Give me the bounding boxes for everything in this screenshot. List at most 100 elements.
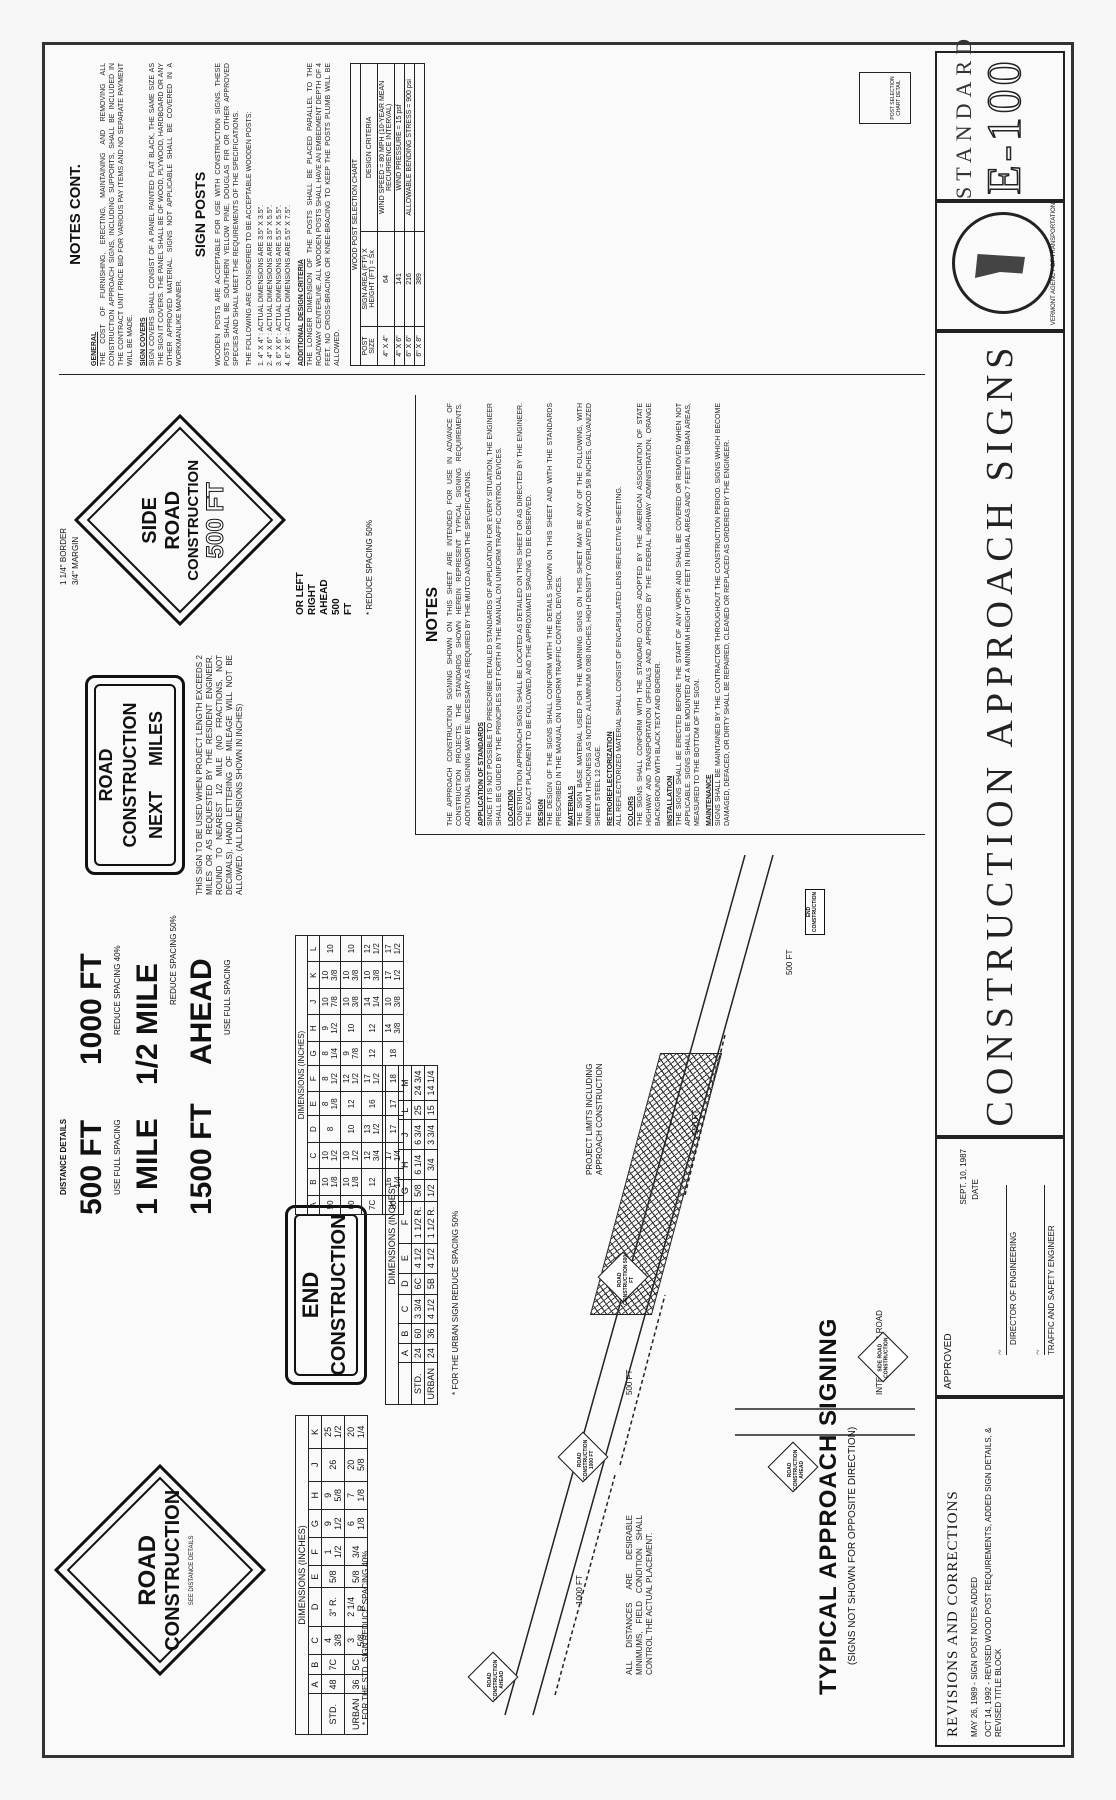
table-cell: 4 1/2 bbox=[424, 1243, 438, 1274]
table-cell: 60 bbox=[411, 1323, 425, 1344]
notes-heading: MATERIALS bbox=[568, 785, 575, 826]
side-road-line4: 500 FT bbox=[202, 482, 230, 559]
dim-table-title: DIMENSIONS (INCHES) bbox=[295, 1415, 309, 1735]
dim-header: C bbox=[308, 1626, 322, 1655]
table-cell: 48 bbox=[321, 1674, 345, 1694]
table-cell: 10 3/8 bbox=[319, 962, 341, 989]
table-cell: 17 bbox=[382, 1091, 404, 1116]
dim-header: J bbox=[308, 1448, 322, 1482]
side-road-line1: SIDE bbox=[139, 497, 162, 544]
standard-label: STANDARD bbox=[951, 32, 976, 199]
notes-heading: DESIGN bbox=[538, 799, 545, 826]
dim-header: H bbox=[308, 1481, 322, 1510]
notes-heading: INSTALLATION bbox=[667, 775, 674, 826]
posts-item-4: 4. 6" X 8" : ACTUAL DIMENSIONS ARE 5.5" … bbox=[285, 204, 292, 366]
notes-heading: APPLICATION OF STANDARDS bbox=[478, 722, 485, 826]
distance-dim-table: DIMENSIONS (INCHES) A B C D E F G H J K … bbox=[295, 935, 404, 1215]
table-cell: 26 bbox=[321, 1448, 345, 1482]
mini-sign-text: ROAD CONSTRUCTION AHEAD bbox=[486, 1659, 505, 1700]
post-chart-header: SIGN AREA (FT²) X HEIGHT (FT) = Sx bbox=[360, 231, 378, 327]
option-500: 500 bbox=[331, 598, 342, 615]
approval-date: SEPT. 10, 1987 bbox=[959, 1149, 968, 1205]
see-distance-label: SEE DISTANCE DETAILS bbox=[189, 1535, 196, 1606]
dim-header: K bbox=[308, 1415, 322, 1449]
post-chart-title: WOOD POST SELECTION CHART bbox=[350, 63, 361, 366]
signature-1: ~ bbox=[995, 1185, 1007, 1355]
table-cell: 7C bbox=[361, 1195, 383, 1215]
posts-item-2: 2. 4" X 6" : ACTUAL DIMENSIONS ARE 3.5" … bbox=[267, 204, 274, 366]
dimension-1000ft bbox=[554, 1474, 616, 1696]
table-cell: 216 bbox=[404, 231, 415, 327]
table-cell: 6 1/8 bbox=[344, 1509, 368, 1538]
table-cell: 10 bbox=[340, 935, 362, 962]
side-road-line3: CONSTRUCTION bbox=[185, 459, 203, 581]
table-cell: 8 1/2 bbox=[319, 1065, 341, 1092]
table-cell: 10 bbox=[340, 1014, 362, 1042]
table-cell: 141 bbox=[394, 231, 405, 327]
sheet-title: CONSTRUCTION APPROACH SIGNS bbox=[979, 341, 1021, 1127]
table-cell: ALLOWABLE BENDING STRESS = 900 psi bbox=[404, 63, 415, 232]
table-cell: 12 bbox=[340, 1091, 362, 1116]
use-full-spacing-2: USE FULL SPACING bbox=[223, 959, 232, 1035]
table-cell: 10 1/2 bbox=[319, 1142, 341, 1169]
table-cell: 12 bbox=[361, 1041, 383, 1066]
dim-header: J bbox=[307, 988, 320, 1015]
notes-text: THE SIGN BASE MATERIAL USED FOR THE WARN… bbox=[577, 403, 602, 826]
table-cell: 6 1/4 bbox=[411, 1149, 425, 1180]
table-cell: 3" R. bbox=[321, 1587, 345, 1627]
table-cell: 3/4 bbox=[424, 1149, 438, 1180]
table-cell: 20 5/8 bbox=[344, 1448, 368, 1482]
posts-item-1: 1. 4" X 4" : ACTUAL DIMENSIONS ARE 3.5" … bbox=[258, 204, 265, 366]
post-detail-box: POST SELECTION CHART DETAIL bbox=[859, 72, 911, 124]
table-cell: WIND SPEED = 80 MPH (10-YEAR MEAN RECURR… bbox=[377, 63, 395, 232]
notes-text: THE DESIGN OF THE SIGNS SHALL CONFORM WI… bbox=[547, 403, 563, 826]
revision-entry-2: OCT 14, 1992 - REVISED WOOD POST REQUIRE… bbox=[984, 1427, 1003, 1737]
vermont-state-icon bbox=[975, 251, 1025, 281]
road-construction-dim-table: DIMENSIONS (INCHES) A B C D E F G H J K … bbox=[295, 1415, 368, 1735]
notes-text: THE SIGNS SHALL CONFORM WITH THE STANDAR… bbox=[637, 403, 662, 826]
dim-header: D bbox=[307, 1115, 320, 1143]
sheet-title-box: CONSTRUCTION APPROACH SIGNS bbox=[935, 331, 1065, 1137]
table-cell: 6" X 8" bbox=[414, 326, 425, 366]
end-construction-footnote: * FOR THE URBAN SIGN REDUCE SPACING 50% bbox=[451, 1210, 460, 1395]
notes-header: NOTES bbox=[424, 586, 441, 643]
table-cell: 12 bbox=[361, 1168, 383, 1196]
mini-sign-text: END CONSTRUCTION bbox=[806, 891, 818, 933]
covers-text: SIGN COVERS SHALL CONSIST OF A PANEL PAI… bbox=[149, 63, 183, 366]
table-cell: 5/8 bbox=[411, 1179, 425, 1202]
dim-header: C bbox=[398, 1294, 412, 1324]
dim-header: L bbox=[307, 935, 320, 962]
table-cell: 24 3/4 bbox=[411, 1065, 425, 1101]
post-detail-label: POST SELECTION CHART DETAIL bbox=[890, 76, 902, 120]
sign-posts-header: SIGN POSTS bbox=[192, 171, 208, 258]
mini-sign-text: SIDE ROAD CONSTRUCTION bbox=[877, 1337, 890, 1378]
table-cell: 25 1/2 bbox=[321, 1415, 345, 1449]
notes-intro: THE APPROACH CONSTRUCTION SIGNING SHOWN … bbox=[447, 403, 472, 826]
table-cell: STD. bbox=[321, 1693, 345, 1735]
dim-header bbox=[398, 1362, 412, 1405]
next-miles-line3: NEXT MILES bbox=[146, 711, 166, 840]
post-selection-chart: WOOD POST SELECTION CHART POST SIZE SIGN… bbox=[350, 63, 425, 366]
dim-header: A bbox=[307, 1195, 320, 1215]
revisions-box: REVISIONS AND CORRECTIONS MAY 26, 1989 -… bbox=[935, 1397, 1065, 1747]
table-cell: 16 bbox=[361, 1091, 383, 1116]
border-label: 1 1/4" BORDER bbox=[59, 527, 68, 585]
signer2-title: TRAFFIC AND SAFETY ENGINEER bbox=[1047, 1225, 1056, 1355]
mini-end-construction: END CONSTRUCTION bbox=[805, 889, 825, 935]
next-miles-line2: CONSTRUCTION bbox=[120, 702, 140, 848]
table-cell: 5/8 bbox=[321, 1566, 345, 1588]
table-cell: 1 1/2 R. bbox=[424, 1201, 438, 1244]
notes-heading: RETROREFLECTORIZATION bbox=[607, 731, 614, 826]
next-miles-note: THIS SIGN TO BE USED WHEN PROJECT LENGTH… bbox=[195, 655, 244, 895]
mini-sign-text: ROAD CONSTRUCTION 500 FT bbox=[616, 1254, 635, 1305]
standard-box: STANDARD E-100 bbox=[935, 32, 1065, 201]
dim-header: B bbox=[398, 1323, 412, 1344]
side-road-reduce-note: * REDUCE SPACING 50% bbox=[365, 520, 374, 615]
dim-header: E bbox=[398, 1243, 412, 1274]
table-cell: 3 3/4 bbox=[411, 1294, 425, 1324]
